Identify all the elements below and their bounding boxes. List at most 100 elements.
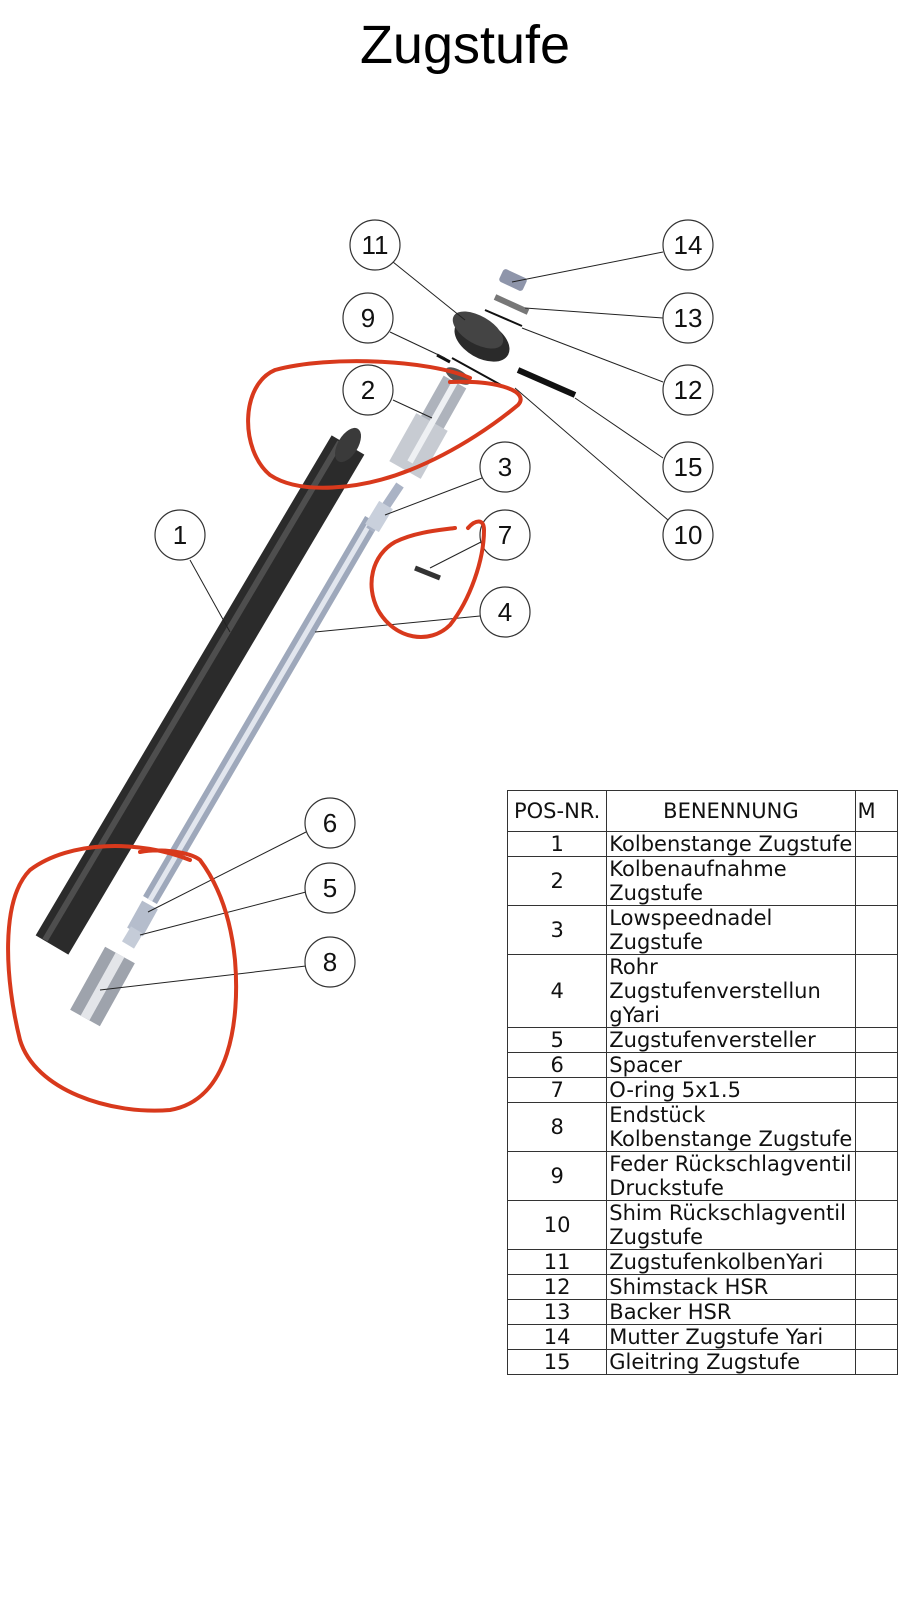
svg-text:8: 8 — [323, 947, 337, 977]
third-cell — [854, 856, 898, 906]
svg-text:11: 11 — [362, 230, 389, 260]
balloon-9: 9 — [342, 292, 394, 344]
pos-cell: 5 — [506, 1027, 608, 1053]
svg-text:15: 15 — [674, 452, 703, 482]
third-cell — [854, 954, 898, 1028]
balloon-7: 7 — [479, 509, 531, 561]
part-1-piston-rod-tube — [35, 427, 365, 955]
part-5-6-adjuster-spacer — [121, 900, 158, 949]
balloon-10: 10 — [662, 509, 714, 561]
svg-text:6: 6 — [323, 808, 337, 838]
name-cell: Mutter Zugstufe Yari — [606, 1324, 856, 1350]
name-cell: Gleitring Zugstufe — [606, 1349, 856, 1375]
part-11-rebound-piston — [452, 311, 510, 362]
pos-cell: 11 — [506, 1249, 608, 1275]
third-cell — [854, 1349, 898, 1375]
markup-circle-bottom-left — [6, 844, 239, 1113]
balloon-11: 11 — [349, 219, 401, 271]
balloon-8: 8 — [304, 936, 356, 988]
third-cell — [854, 1274, 898, 1300]
pos-cell: 6 — [506, 1052, 608, 1078]
pos-cell: 3 — [506, 905, 608, 955]
pos-cell: 4 — [506, 954, 608, 1028]
third-cell — [854, 1249, 898, 1275]
name-cell: ZugstufenkolbenYari — [606, 1249, 856, 1275]
third-cell — [854, 1151, 898, 1201]
balloon-14: 14 — [662, 219, 714, 271]
pos-cell: 10 — [506, 1200, 608, 1250]
name-cell: Shimstack HSR — [606, 1274, 856, 1300]
part-shims — [436, 269, 577, 398]
name-cell: Zugstufenversteller — [606, 1027, 856, 1053]
header-benennung: BENENNUNG — [606, 790, 856, 832]
balloon-3: 3 — [479, 441, 531, 493]
name-cell: Lowspeednadel Zugstufe — [606, 905, 856, 955]
third-cell — [854, 1102, 898, 1152]
pos-cell: 15 — [506, 1349, 608, 1375]
third-cell — [854, 1052, 898, 1078]
balloon-6: 6 — [304, 797, 356, 849]
name-cell: Endstück Kolbenstange Zugstufe — [606, 1102, 856, 1152]
name-cell: Feder Rückschlagventil Druckstufe — [606, 1151, 856, 1201]
pos-cell: 14 — [506, 1324, 608, 1350]
third-cell — [854, 1027, 898, 1053]
name-cell: Kolbenaufnahme Zugstufe — [606, 856, 856, 906]
name-cell: Kolbenstange Zugstufe — [606, 831, 856, 857]
pos-cell: 2 — [506, 856, 608, 906]
pos-cell: 9 — [506, 1151, 608, 1201]
third-cell — [854, 1077, 898, 1103]
name-cell: Rohr Zugstufenverstellun gYari — [606, 954, 856, 1028]
name-cell: Spacer — [606, 1052, 856, 1078]
svg-text:4: 4 — [498, 597, 512, 627]
markup-circle-part-2 — [246, 359, 523, 490]
svg-text:3: 3 — [498, 452, 512, 482]
svg-text:10: 10 — [674, 520, 703, 550]
header-pos-nr: POS-NR. — [506, 790, 608, 832]
markup-circle-part-7 — [369, 519, 486, 639]
part-8-end-piece — [70, 946, 135, 1027]
svg-text:2: 2 — [361, 375, 375, 405]
balloon-2: 2 — [342, 364, 394, 416]
table-header-row: POS-NR. BENENNUNG M — [506, 790, 898, 832]
third-cell — [854, 1200, 898, 1250]
svg-text:7: 7 — [498, 520, 512, 550]
balloon-4: 4 — [479, 586, 531, 638]
svg-text:13: 13 — [674, 303, 703, 333]
third-cell — [854, 1299, 898, 1325]
balloon-12: 12 — [662, 364, 714, 416]
svg-text:5: 5 — [323, 873, 337, 903]
pos-cell: 7 — [506, 1077, 608, 1103]
svg-text:14: 14 — [674, 230, 703, 260]
svg-text:1: 1 — [173, 520, 187, 550]
third-cell — [854, 1324, 898, 1350]
balloon-1: 1 — [154, 509, 206, 561]
name-cell: Shim Rückschlagventil Zugstufe — [606, 1200, 856, 1250]
pos-cell: 13 — [506, 1299, 608, 1325]
svg-text:9: 9 — [361, 303, 375, 333]
name-cell: Backer HSR — [606, 1299, 856, 1325]
pos-cell: 8 — [506, 1102, 608, 1152]
part-2-piston-holder — [389, 367, 471, 479]
balloon-5: 5 — [304, 862, 356, 914]
header-third-column: M — [854, 790, 898, 832]
part-3-lowspeed-needle — [365, 482, 404, 533]
pos-cell: 12 — [506, 1274, 608, 1300]
third-cell — [854, 831, 898, 857]
balloon-13: 13 — [662, 292, 714, 344]
